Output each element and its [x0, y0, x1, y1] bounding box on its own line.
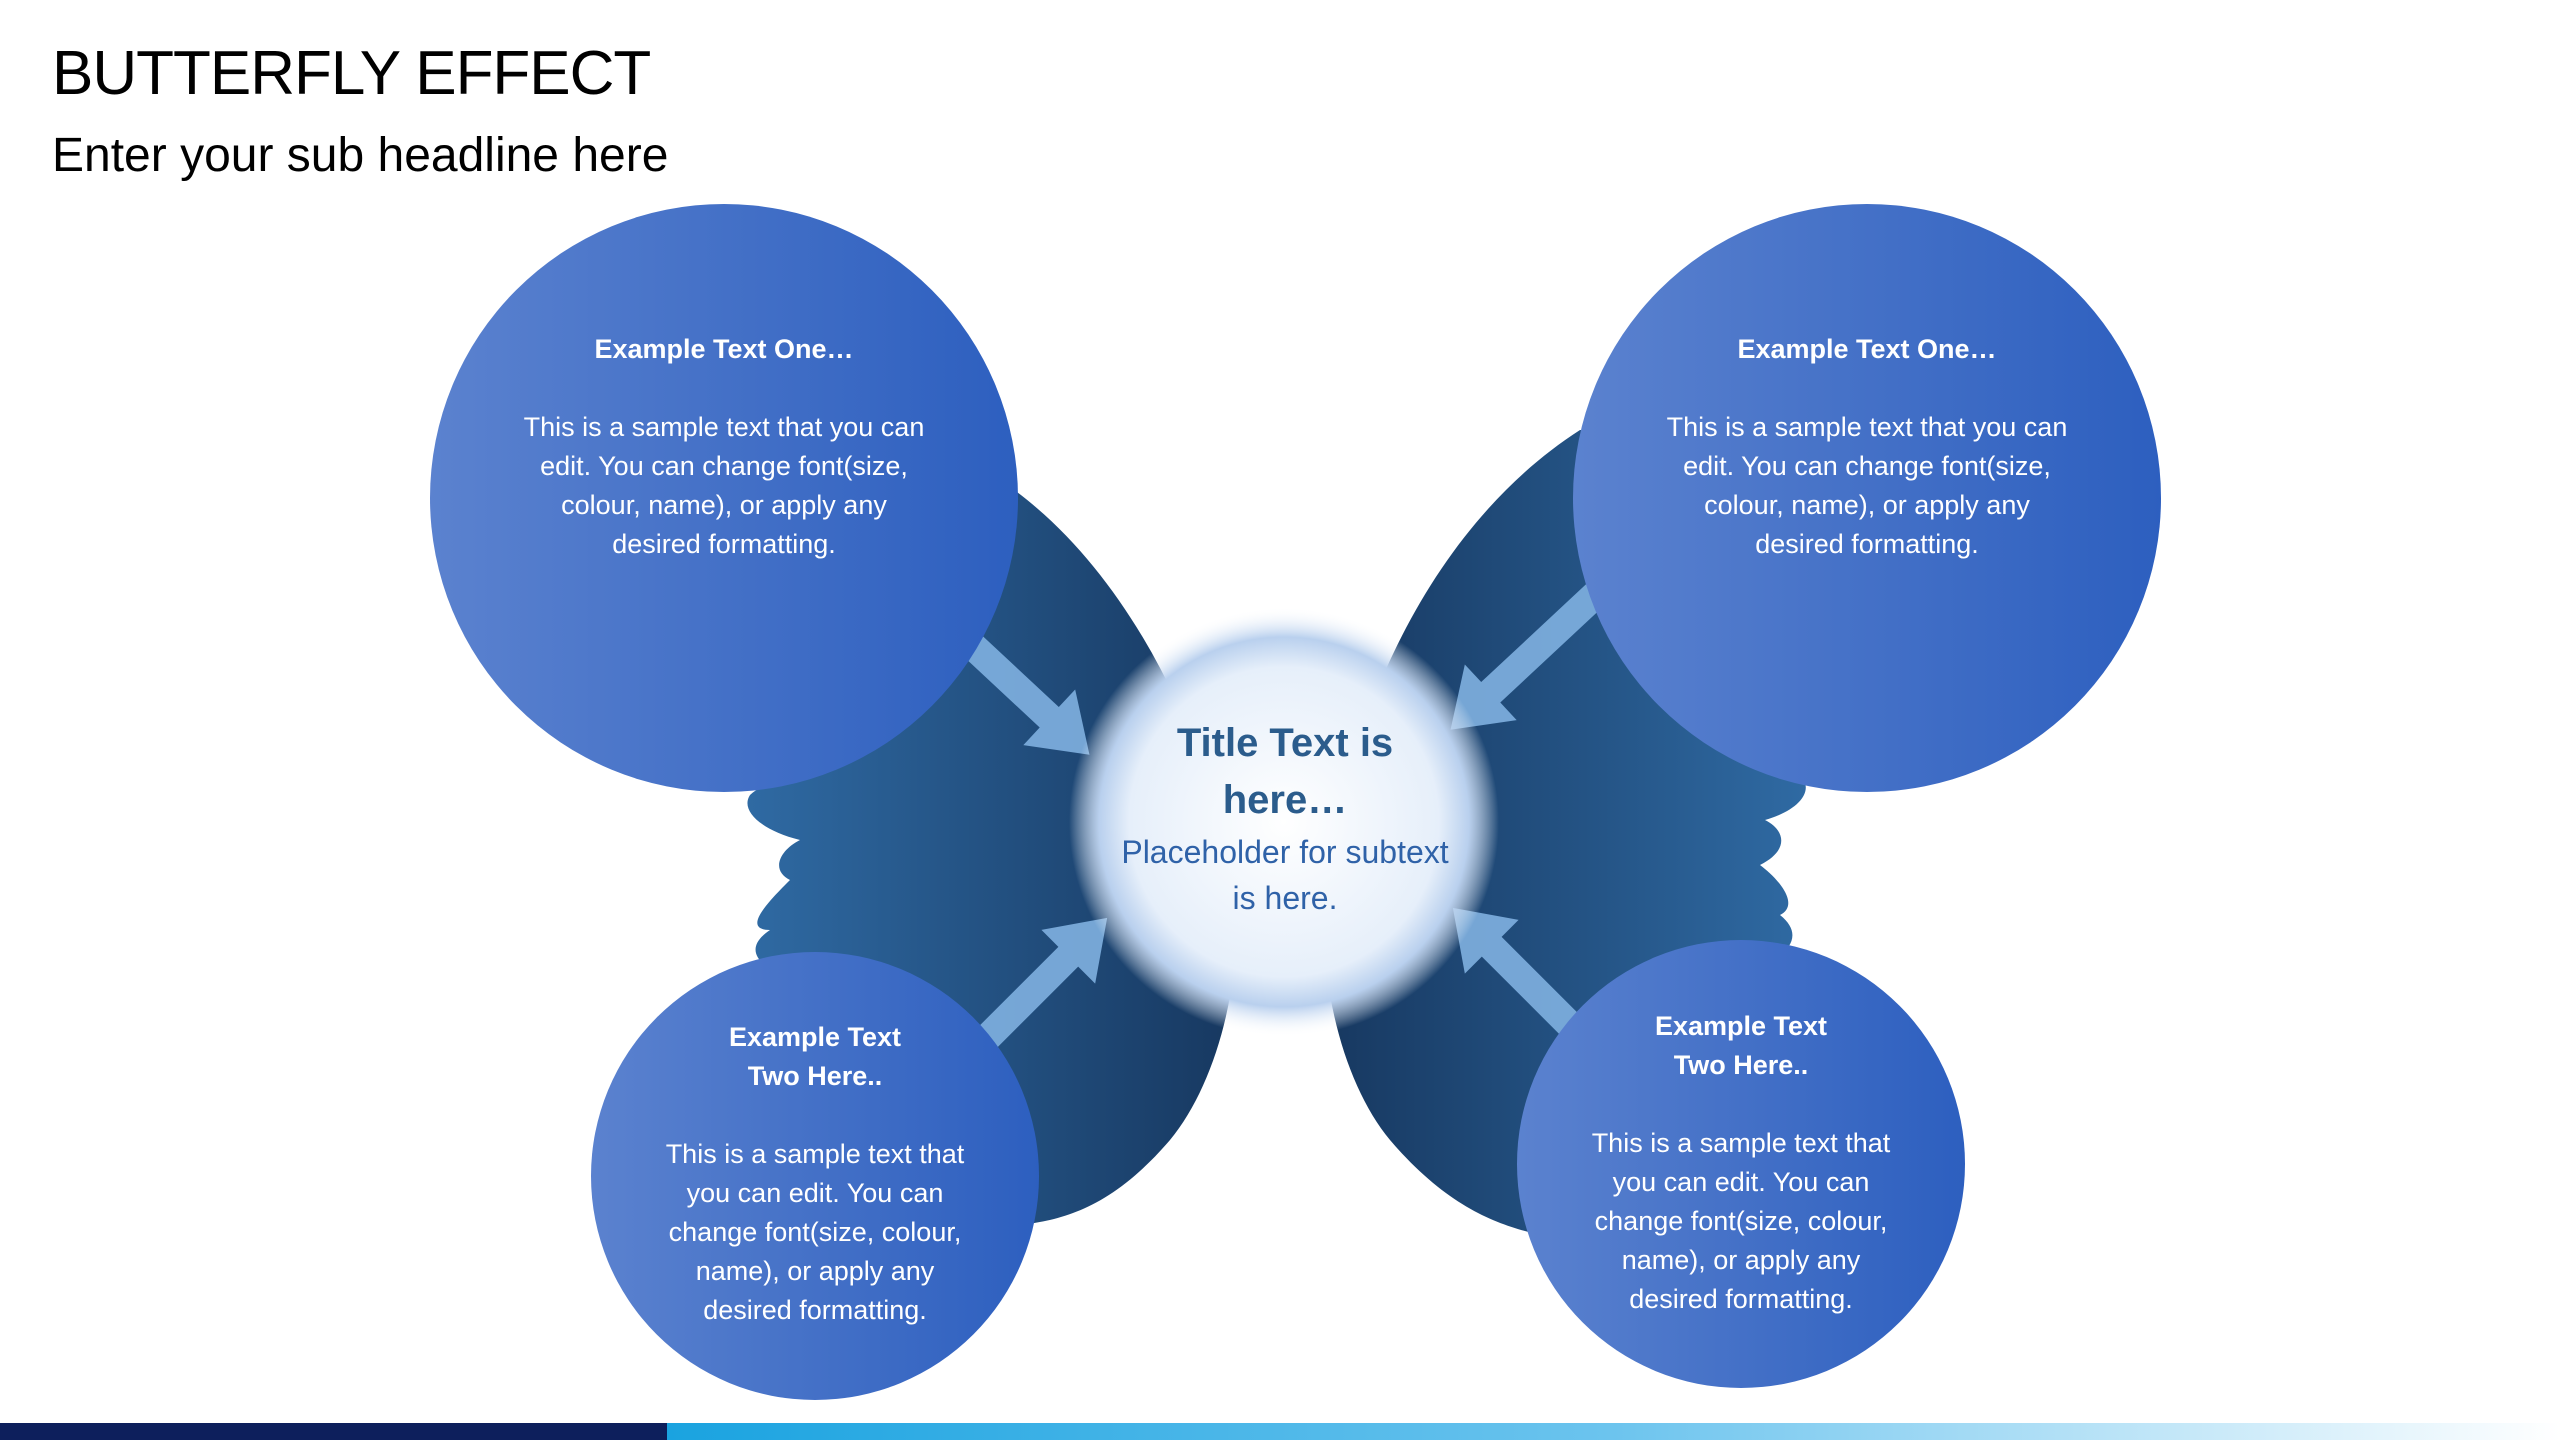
- center-title: Title Text is here…: [1176, 721, 1394, 822]
- node-bottom-right: Example Text Two Here.. This is a sample…: [1581, 1007, 1901, 1327]
- node-top-right: Example Text One… This is a sample text …: [1663, 330, 2071, 660]
- footer-bar-dark-segment: [0, 1423, 667, 1440]
- circle-bottom-right: [1517, 940, 1965, 1388]
- arrow-top-right: [1450, 572, 1618, 730]
- circle-top-left: [430, 204, 1018, 792]
- node-bottom-right-heading: Example Text Two Here..: [1654, 1011, 1828, 1080]
- node-top-right-heading: Example Text One…: [1737, 334, 1997, 364]
- slide-subtitle: Enter your sub headline here: [52, 129, 669, 182]
- center-text-block: Title Text is here… Placeholder for subt…: [1120, 715, 1450, 921]
- node-top-left: Example Text One… This is a sample text …: [520, 330, 928, 660]
- node-bottom-left: Example Text Two Here.. This is a sample…: [655, 1018, 975, 1338]
- center-glow: [1069, 607, 1499, 1037]
- footer-bar: [0, 1423, 2560, 1440]
- circle-top-right: [1573, 204, 2161, 792]
- circle-bottom-left: [591, 952, 1039, 1400]
- node-bottom-right-body: This is a sample text that you can edit.…: [1591, 1128, 1891, 1314]
- node-bottom-left-heading: Example Text Two Here..: [728, 1022, 902, 1091]
- node-bottom-left-body: This is a sample text that you can edit.…: [665, 1139, 965, 1325]
- footer-bar-gradient-segment: [667, 1423, 2560, 1440]
- center-subtext: Placeholder for subtext is here.: [1121, 834, 1449, 916]
- node-top-left-body: This is a sample text that you can edit.…: [523, 412, 925, 559]
- slide-title: BUTTERFLY EFFECT: [52, 39, 651, 108]
- node-top-left-heading: Example Text One…: [594, 334, 854, 364]
- node-top-right-body: This is a sample text that you can edit.…: [1666, 412, 2068, 559]
